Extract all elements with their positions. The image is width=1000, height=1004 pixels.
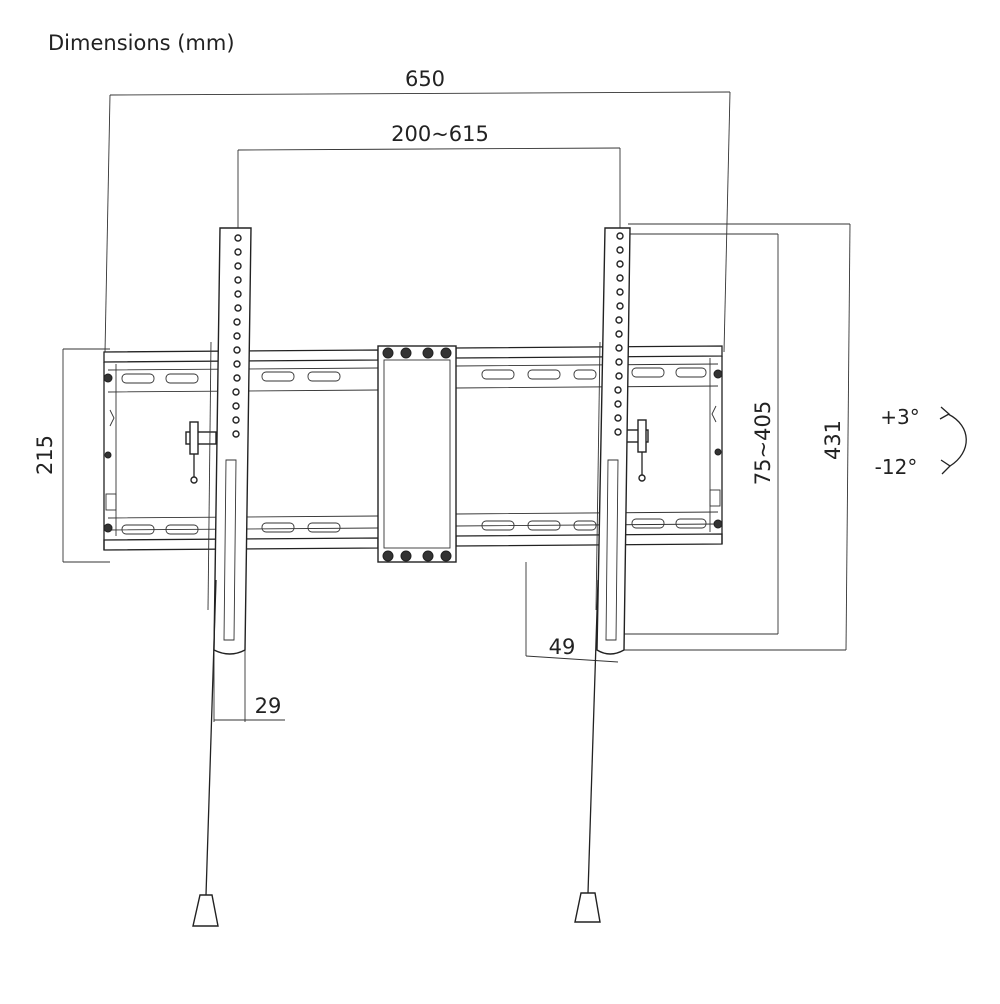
- label-vesa-width: 200~615: [391, 122, 489, 146]
- dim-overall-width: 650: [104, 67, 731, 353]
- label-tilt-up: +3°: [880, 405, 919, 429]
- label-total-height: 431: [821, 420, 845, 460]
- label-tilt-down: -12°: [875, 455, 918, 479]
- left-mounting-arm: [207, 227, 252, 655]
- diagram-title: Dimensions (mm): [48, 31, 235, 55]
- tilt-arc-icon: [947, 413, 967, 467]
- dim-vesa-height: 75~405: [624, 233, 779, 635]
- arrow-up-icon: [939, 406, 951, 420]
- dim-arm-width: 29: [213, 650, 285, 722]
- dim-total-height: 431: [624, 223, 851, 651]
- label-vesa-height: 75~405: [751, 401, 775, 485]
- label-rail-height: 215: [33, 435, 57, 475]
- label-overall-width: 650: [405, 67, 445, 91]
- center-plate: [377, 345, 457, 563]
- right-pull-cord: [574, 579, 601, 923]
- arrow-down-icon: [940, 459, 952, 475]
- label-arm-width: 29: [255, 694, 282, 718]
- tilt-indicator: +3° -12°: [875, 405, 967, 479]
- left-lock-knob: [185, 421, 217, 484]
- dim-vesa-width: 200~615: [237, 122, 621, 232]
- dim-rail-height: 215: [33, 348, 110, 563]
- label-arm-depth: 49: [549, 635, 576, 659]
- dim-arm-depth: 49: [525, 562, 619, 663]
- left-pull-cord: [192, 579, 219, 927]
- right-mounting-arm: [595, 227, 631, 655]
